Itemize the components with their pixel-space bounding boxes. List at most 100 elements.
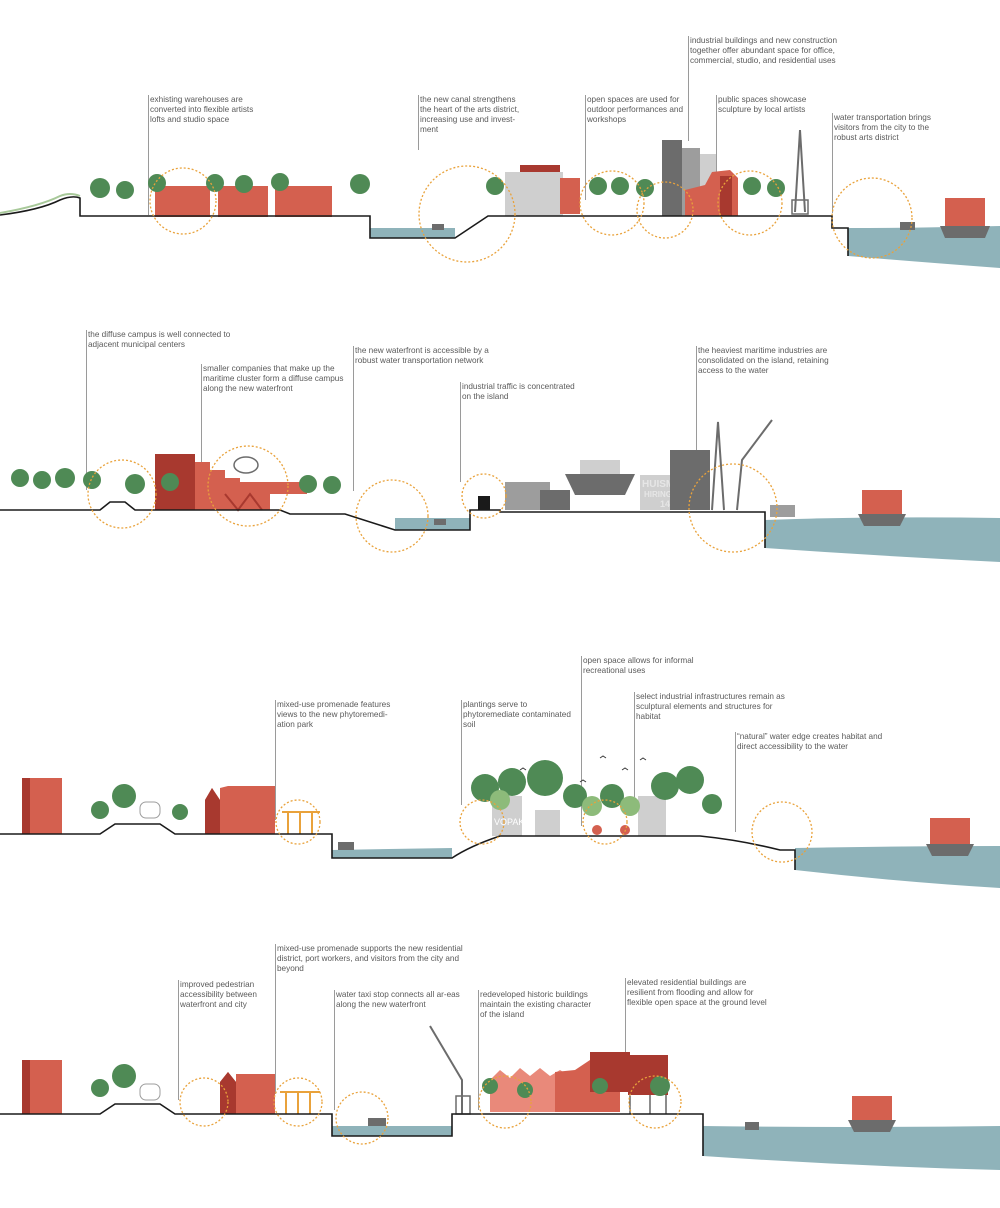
tower-building-shade	[22, 778, 30, 834]
cargo-ship	[945, 198, 985, 226]
annotation-canal: the new canal strengthens the heart of t…	[420, 95, 520, 134]
annotation-open-space-recreation: open space allows for informal recreatio…	[583, 656, 694, 675]
annotation-pedestrian-access: improved pedestrian accessibility betwee…	[180, 980, 257, 1009]
leader-line	[581, 656, 582, 826]
industrial-tower	[670, 450, 710, 510]
tower-building-shade	[22, 1060, 30, 1114]
annotation-historic-buildings: redeveloped historic buildings maintain …	[480, 990, 592, 1019]
crane	[711, 421, 725, 511]
tram	[139, 801, 161, 819]
leader-line	[334, 990, 335, 1110]
promenade-building-shade	[205, 788, 220, 834]
tree-group	[11, 468, 341, 494]
silo	[638, 796, 666, 836]
annotation-warehouses: exhisting warehouses are converted into …	[150, 95, 254, 124]
annotation-open-spaces: open spaces are used for outdoor perform…	[587, 95, 684, 124]
harbor-water	[795, 846, 1000, 888]
section-residential-district	[0, 1025, 1000, 1170]
cargo-ship-hull	[940, 226, 990, 238]
annotation-industrial-infrastructure: select industrial infrastructures remain…	[636, 692, 785, 721]
annotation-promenade-views: mixed-use promenade features views to th…	[277, 700, 391, 729]
leader-line	[625, 978, 626, 1078]
sign-line-1: HUISMA	[642, 479, 681, 490]
harbor-water	[765, 517, 1000, 562]
satellite-dish	[233, 456, 259, 474]
tram	[139, 1083, 161, 1101]
warehouse-building	[275, 186, 332, 217]
cargo-ship-hull	[848, 1120, 896, 1132]
silo	[535, 810, 560, 836]
leader-line	[688, 36, 689, 141]
section-arts-district	[0, 129, 1000, 268]
highlight-circles	[87, 445, 778, 553]
tree-group	[91, 760, 722, 820]
leader-line	[178, 980, 179, 1100]
pergola	[280, 1091, 320, 1114]
canal-water	[370, 228, 455, 238]
annotation-diffuse-campus: the diffuse campus is well connected to …	[88, 330, 231, 349]
leader-line	[148, 95, 149, 215]
pergola	[282, 811, 320, 834]
leader-line	[86, 330, 87, 490]
boat	[434, 519, 446, 525]
annotation-public-spaces: public spaces showcase sculpture by loca…	[718, 95, 807, 114]
flower-beds	[592, 825, 630, 835]
water-taxi	[900, 222, 915, 230]
annotation-industrial-buildings: industrial buildings and new constructio…	[690, 36, 838, 65]
boat	[432, 224, 444, 230]
annotation-water-taxi: water taxi stop connects all ar-eas alon…	[336, 990, 460, 1009]
annotation-industrial-traffic: industrial traffic is concentrated on th…	[462, 382, 575, 401]
offshore-structure-top	[580, 460, 620, 474]
leader-line	[735, 732, 736, 832]
water-taxi	[368, 1118, 386, 1126]
leader-line	[275, 944, 276, 1094]
leader-line	[275, 700, 276, 820]
leader-line	[460, 382, 461, 482]
birds	[519, 755, 647, 783]
sign-line-2: HIRING	[644, 490, 672, 499]
cantilever-deck	[212, 482, 307, 494]
crane-base	[791, 199, 809, 215]
tree-group	[91, 1064, 670, 1098]
leader-line	[634, 692, 635, 797]
cargo-ship	[862, 490, 902, 514]
red-building	[560, 178, 580, 214]
grey-building	[505, 172, 563, 216]
cargo-ship	[930, 818, 970, 844]
leader-line	[585, 95, 586, 200]
crane	[794, 129, 806, 213]
boat	[745, 1122, 759, 1130]
truck	[478, 496, 490, 510]
deck-struts	[224, 492, 263, 512]
tree-group	[90, 173, 785, 199]
harbor-water	[703, 1126, 1000, 1170]
promenade-building	[205, 786, 275, 834]
industrial-tower	[662, 140, 682, 216]
pilotis	[629, 1095, 667, 1114]
crane	[429, 1025, 463, 1114]
annotation-maritime-cluster: smaller companies that make up the marit…	[203, 364, 344, 393]
annotation-new-waterfront: the new waterfront is accessible by a ro…	[355, 346, 489, 365]
annotation-elevated-residential: elevated residential buildings are resil…	[627, 978, 767, 1007]
warehouse-building	[155, 186, 210, 217]
leader-line	[353, 346, 354, 491]
canal-water	[332, 1126, 452, 1136]
section-phytoremediation-park: VOPAK	[0, 755, 1000, 888]
section-maritime-campus: HUISMA HIRING 14:37	[0, 419, 1000, 562]
promenade-building-shade	[220, 1072, 236, 1114]
berm	[0, 193, 81, 214]
highlight-circles	[275, 799, 813, 863]
annotation-plantings: plantings serve to phytoremediate contam…	[463, 700, 571, 729]
highlight-circles	[179, 1075, 682, 1145]
annotation-promenade-support: mixed-use promenade supports the new res…	[277, 944, 463, 973]
crane	[736, 419, 773, 511]
highlight-circles	[149, 165, 913, 263]
annotation-natural-edge: “natural” water edge creates habitat and…	[737, 732, 883, 751]
ground-line	[0, 196, 849, 256]
industrial-building	[540, 490, 570, 510]
cargo-ship-hull	[926, 844, 974, 856]
leader-line	[478, 990, 479, 1110]
leader-line	[461, 700, 462, 805]
tug-boat	[770, 505, 795, 517]
